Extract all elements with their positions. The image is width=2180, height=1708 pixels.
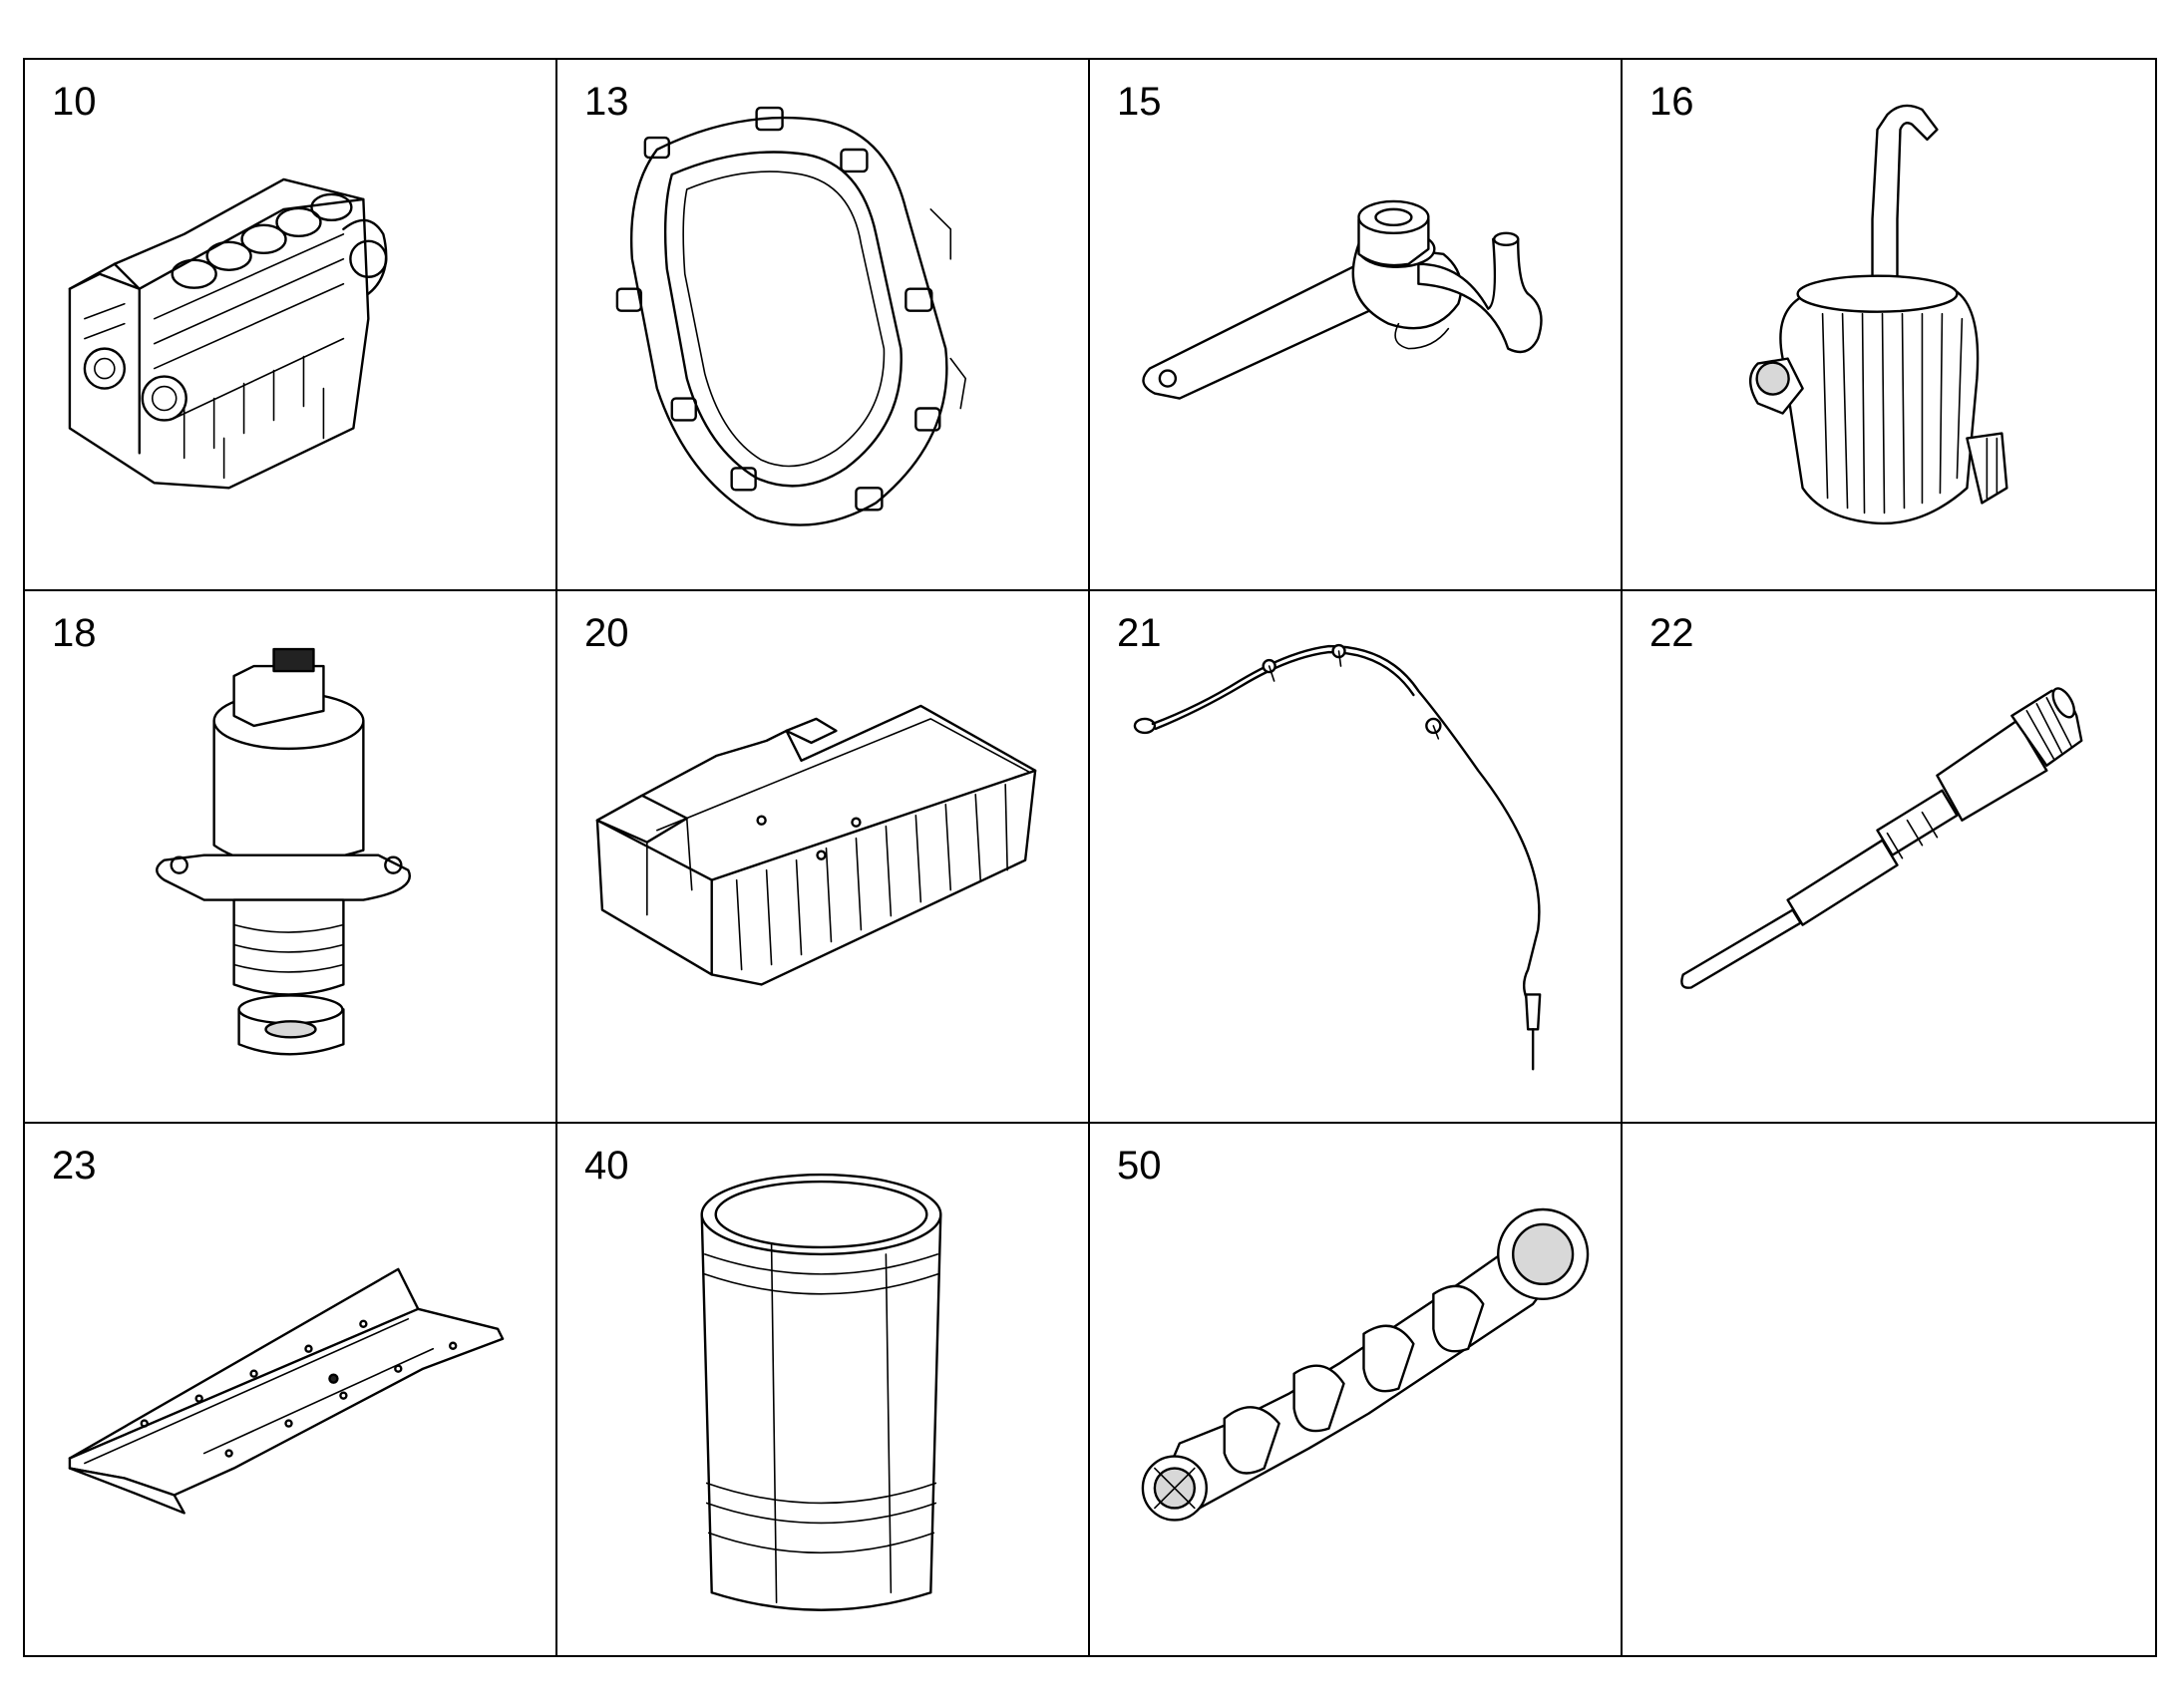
crankcase-breather-icon — [1748, 104, 2008, 525]
empty-cell — [1623, 1124, 2155, 1655]
part-cell-10[interactable]: 10 — [25, 60, 557, 592]
part-number: 40 — [584, 1143, 629, 1188]
egr-valve-icon — [156, 648, 411, 1056]
part-number: 15 — [1117, 80, 1162, 124]
part-cell-13[interactable]: 13 — [557, 60, 1090, 592]
cylinder-liner-icon — [700, 1173, 942, 1611]
part-cell-16[interactable]: 16 — [1623, 60, 2155, 592]
part-number: 50 — [1117, 1143, 1162, 1188]
part-cell-18[interactable]: 18 — [25, 591, 557, 1124]
part-number: 20 — [584, 611, 629, 656]
part-cell-21[interactable]: 21 — [1090, 591, 1623, 1124]
part-number: 13 — [584, 80, 629, 124]
crankshaft-icon — [1141, 1207, 1590, 1522]
part-number: 18 — [52, 611, 97, 656]
part-cell-20[interactable]: 20 — [557, 591, 1090, 1124]
wiring-harness-icon — [1133, 644, 1542, 1071]
part-cell-40[interactable]: 40 — [557, 1123, 1090, 1655]
part-number: 16 — [1649, 80, 1694, 124]
part-number: 21 — [1117, 611, 1162, 656]
flywheel-housing-ring-icon — [615, 106, 967, 526]
part-cell-15[interactable]: 15 — [1090, 60, 1623, 592]
part-cell-22[interactable]: 22 — [1623, 591, 2155, 1124]
part-cell-23[interactable]: 23 — [25, 1123, 557, 1655]
part-number: 10 — [52, 80, 97, 124]
baffle-plate-icon — [68, 1267, 505, 1515]
oil-pickup-tube-icon — [1142, 199, 1543, 400]
part-number: 22 — [1649, 611, 1694, 656]
oil-pan-icon — [595, 705, 1037, 986]
dipstick-tube-icon — [1680, 687, 2083, 990]
part-cell-50[interactable]: 50 — [1090, 1123, 1623, 1655]
parts-grid: 10 13 — [23, 58, 2157, 1657]
cylinder-block-icon — [68, 177, 388, 490]
part-number: 23 — [52, 1143, 97, 1188]
